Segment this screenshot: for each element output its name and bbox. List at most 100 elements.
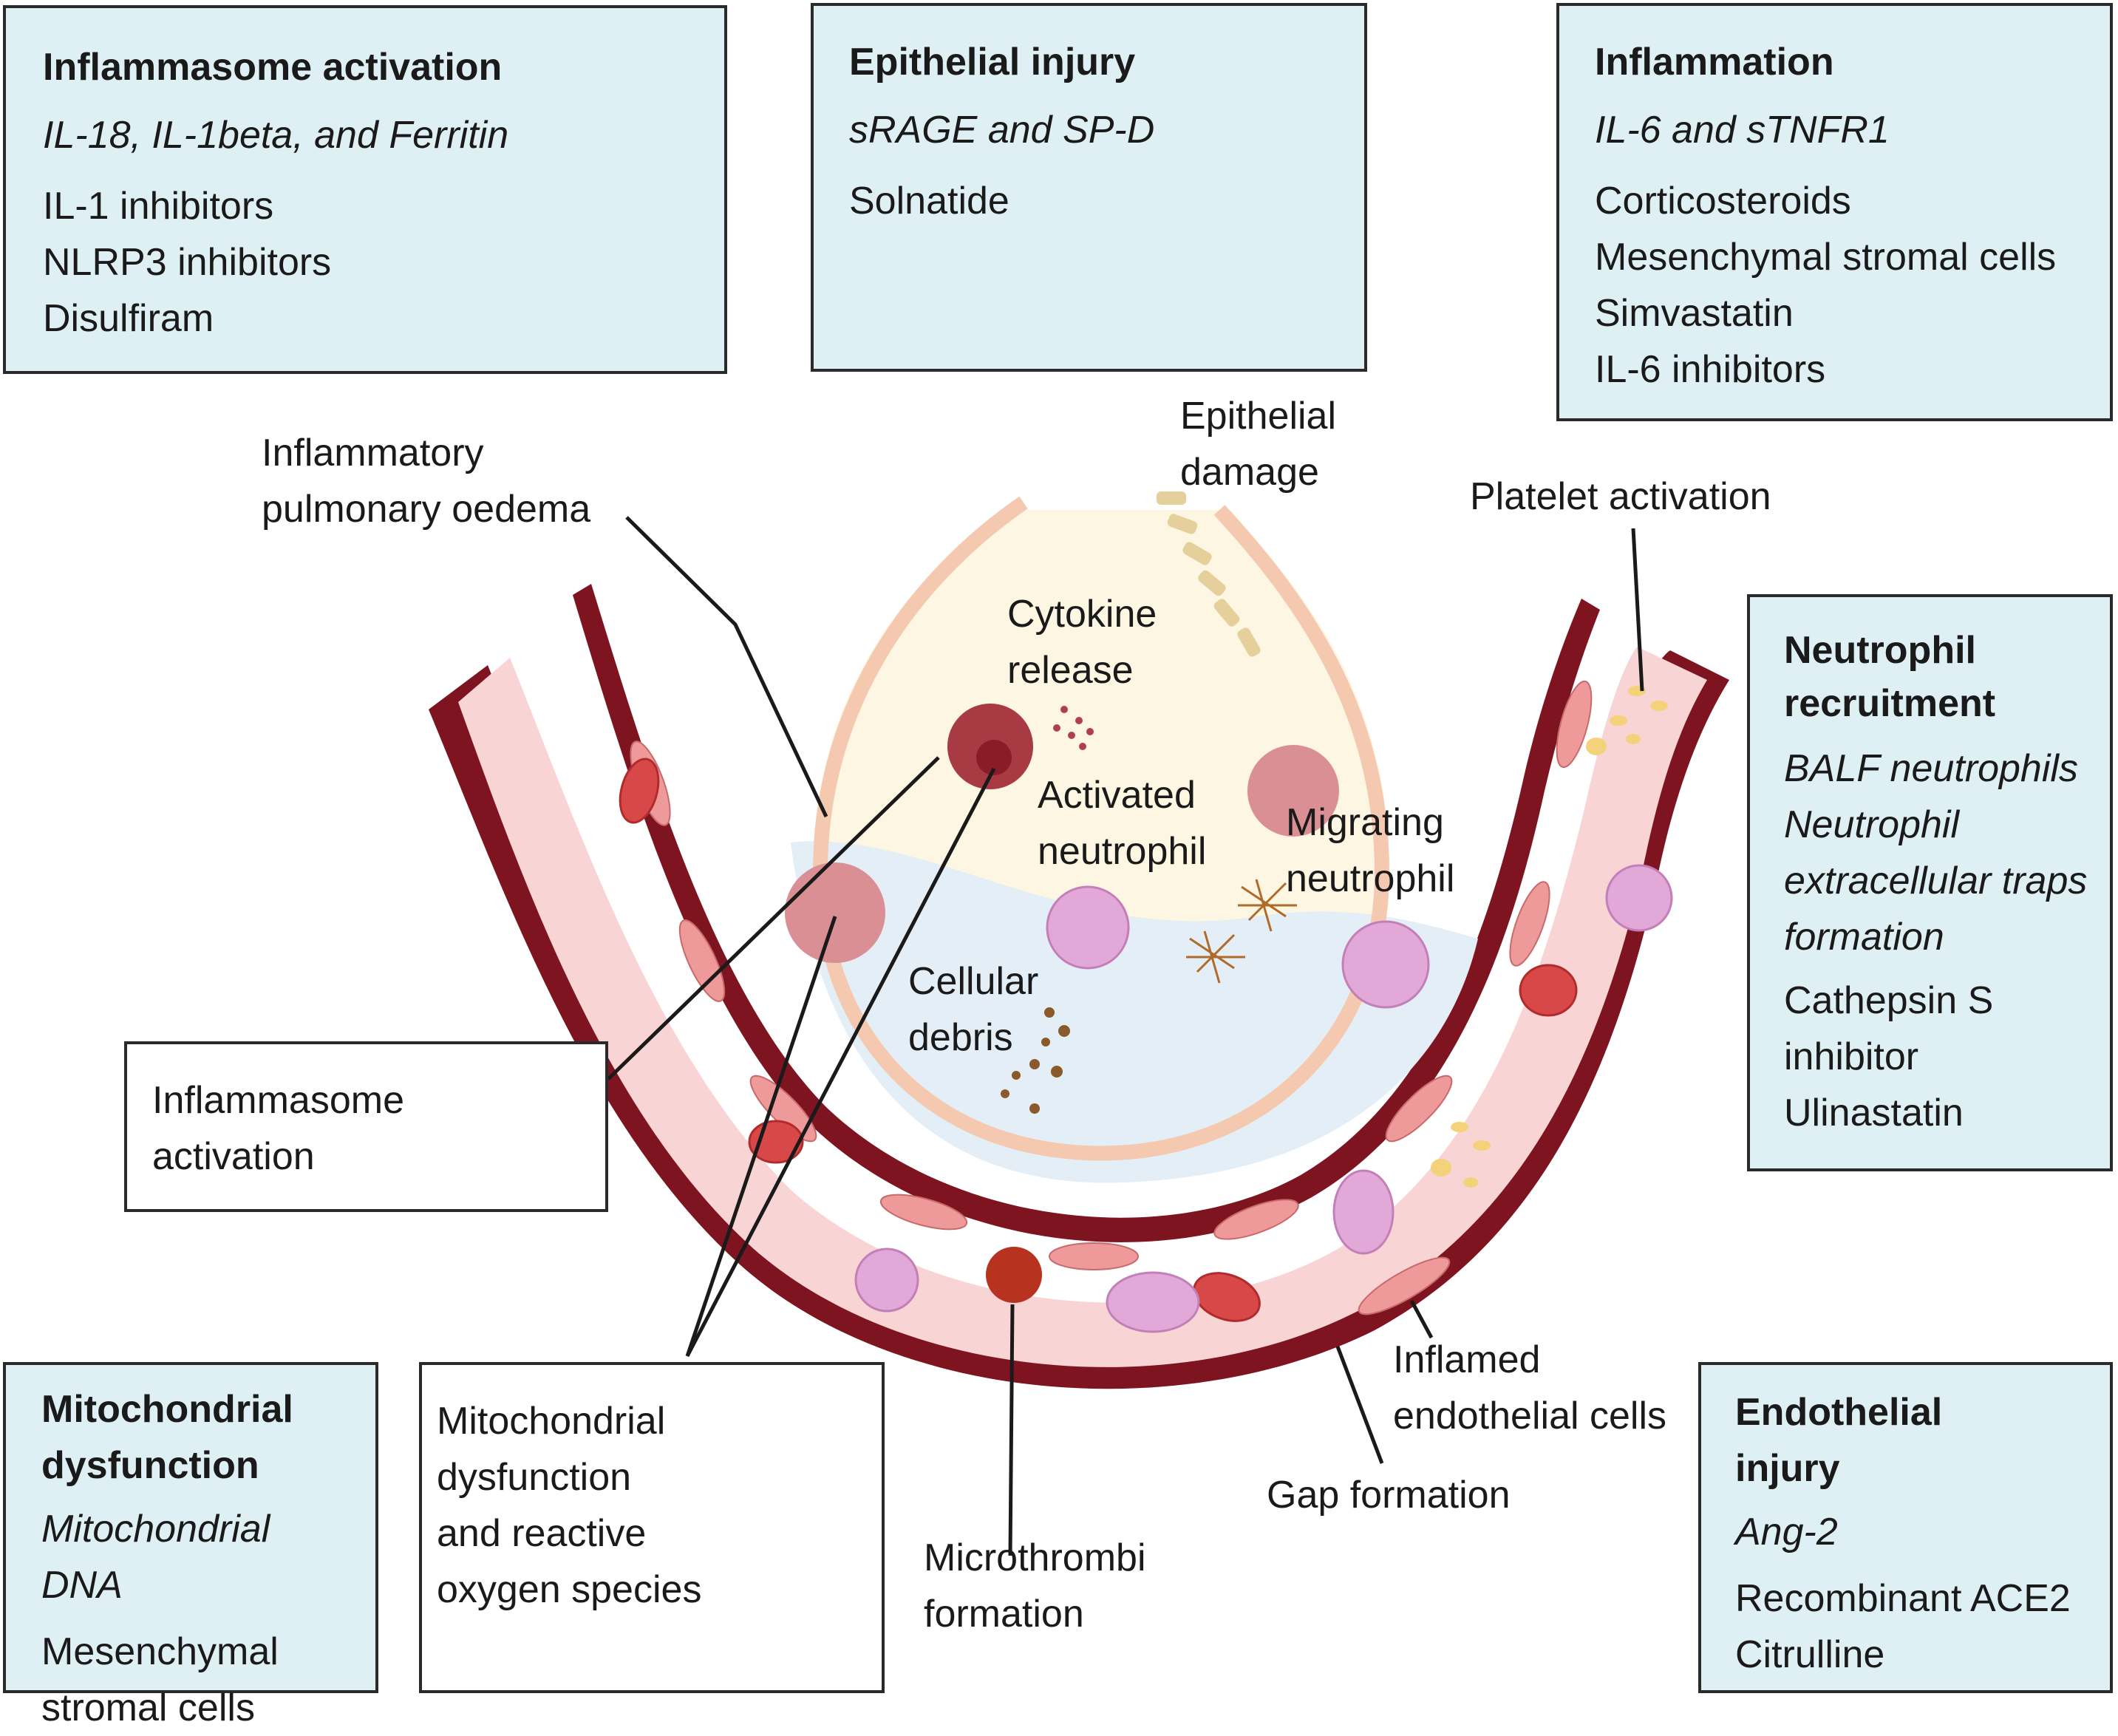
oedema-label: Inflammatory pulmonary oedema (262, 425, 590, 537)
platelet-activation-label: Platelet activation (1470, 469, 1771, 525)
neutrophil-therapy: Cathepsin S (1784, 979, 1994, 1022)
epithelial-damage-label: Epithelial damage (1180, 388, 1336, 500)
ros-leader-a (685, 916, 837, 1357)
microthrombi-label-line: formation (924, 1593, 1084, 1635)
activated-neutrophil-nucleus (976, 740, 1012, 775)
ros-callout-text: dysfunction (437, 1456, 632, 1499)
epithelial-box-title: Epithelial injury (849, 41, 1136, 84)
microthrombi-leader (1008, 1304, 1015, 1556)
endothelial-therapy: Recombinant ACE2 (1735, 1577, 2071, 1620)
mitochondrial-marker: Mitochondrial DNA (41, 1508, 270, 1607)
migrating-neutrophil-label-line: Migrating (1286, 801, 1444, 844)
damaged-epithelial-cells (1157, 491, 1261, 657)
epithelial-marker: sRAGE and SP-D (849, 109, 1155, 152)
inflammasome-callout-text: Inflammasome (152, 1079, 404, 1122)
inflammation-box-title: Inflammation (1595, 41, 1834, 84)
activated-neutrophil-label-line: neutrophil (1038, 830, 1207, 873)
cellular-debris-label: Cellular debris (908, 953, 1038, 1066)
vessel-lumen (458, 647, 1707, 1367)
oedema-leader (625, 516, 828, 818)
epithelial-damage-label-line: damage (1180, 451, 1319, 494)
mitochondrial-box-title: dysfunction (41, 1444, 259, 1487)
mitochondrial-dysfunction-box: Mitochondrial dysfunction Mitochondrial … (3, 1362, 378, 1729)
activated-neutrophil-label-line: Activated (1038, 774, 1196, 817)
ros-leader-b (685, 767, 996, 1358)
inflammasome-box-title: Inflammasome activation (43, 46, 503, 89)
gap-formation-label: Gap formation (1267, 1467, 1511, 1523)
inflammasome-callout-box: Inflammasome activation (124, 1041, 608, 1212)
inflammation-therapy: Corticosteroids (1595, 180, 1851, 222)
leader-lines (607, 516, 1644, 1556)
endothelial-box-title: Endothelial (1735, 1391, 1943, 1434)
inflammasome-leader-a (607, 756, 940, 1080)
debris-label-line: Cellular (908, 960, 1039, 1003)
oedema-fluid (791, 841, 1478, 1183)
neutrophil-recruitment-box: Neutrophil recruitment BALF neutrophils … (1747, 594, 2113, 1171)
neutrophil-marker: extracellular traps (1784, 860, 2088, 902)
mitochondrial-box-title: Mitochondrial (41, 1388, 293, 1431)
platelets (1431, 686, 1668, 1188)
inflamed-endothelial-leader (1409, 1299, 1434, 1339)
ros-callout-text: and reactive (437, 1512, 647, 1555)
neutrophil-marker: BALF neutrophils (1784, 747, 2078, 790)
oedema-label-line: Inflammatory (262, 432, 484, 474)
endothelial-cells (630, 680, 1593, 1315)
red-blood-cells (619, 758, 1578, 1322)
activated-neutrophil-label: Activated neutrophil (1038, 767, 1206, 879)
microthrombi-label: Microthrombi formation (924, 1530, 1146, 1642)
platelet-activation-label-line: Platelet activation (1470, 475, 1771, 518)
neutrophil-marker: formation (1784, 916, 1944, 959)
neutrophil-box-title: recruitment (1784, 682, 1996, 725)
neutrophil-extracellular-traps (1186, 879, 1297, 984)
migrating-neutrophil-label: Migrating neutrophil (1286, 794, 1454, 907)
epithelial-therapy: Solnatide (849, 180, 1009, 222)
inflamed-endothelial-label-line: endothelial cells (1393, 1395, 1667, 1437)
inflammation-box: Inflammation IL-6 and sTNFR1 Corticoster… (1556, 3, 2113, 421)
inflammation-marker: IL-6 and sTNFR1 (1595, 109, 1890, 152)
neutrophil-therapy: Ulinastatin (1784, 1092, 1964, 1134)
cytokine-label-line: Cytokine (1007, 593, 1157, 636)
neutrophil-box-title: Neutrophil (1784, 629, 1976, 672)
endothelial-therapy: Citrulline (1735, 1633, 1885, 1676)
inflammasome-activation-box: Inflammasome activation IL-18, IL-1beta,… (3, 5, 727, 374)
alveolar-neutrophils (1046, 885, 1430, 1009)
microthrombi-label-line: Microthrombi (924, 1536, 1146, 1579)
mitochondrial-therapy: Mesenchymal (41, 1630, 279, 1673)
cytokine-particles (1053, 706, 1094, 750)
ros-callout-box: Mitochondrial dysfunction and reactive o… (419, 1362, 885, 1693)
debris-label-line: debris (908, 1016, 1013, 1059)
neutrophil-therapy: inhibitor (1784, 1035, 1919, 1078)
cytokine-label-line: release (1007, 649, 1134, 692)
inflamed-endothelial-label: Inflamed endothelial cells (1393, 1332, 1666, 1444)
endothelial-injury-box: Endothelial injury Ang-2 Recombinant ACE… (1698, 1362, 2113, 1693)
inflammasome-therapy: IL-1 inhibitors (43, 185, 274, 228)
migrating-macrophage (1247, 745, 1339, 837)
mitochondrial-therapy: stromal cells (41, 1686, 255, 1729)
oedema-label-line: pulmonary oedema (262, 488, 591, 531)
migrating-neutrophil-label-line: neutrophil (1286, 857, 1455, 900)
epithelial-injury-box: Epithelial injury sRAGE and SP-D Solnati… (811, 3, 1367, 372)
inflammation-therapy: Simvastatin (1595, 292, 1794, 335)
gap-leader (1335, 1346, 1384, 1464)
epithelial-damage-label-line: Epithelial (1180, 395, 1337, 438)
inflammation-therapy: Mesenchymal stromal cells (1595, 236, 2057, 279)
microthrombus (986, 1247, 1042, 1303)
inflammasome-therapy: NLRP3 inhibitors (43, 241, 332, 284)
inflammasome-callout-text: activation (152, 1135, 315, 1178)
ros-callout-text: oxygen species (437, 1568, 702, 1611)
alveolar-epithelium (812, 496, 1390, 1161)
platelet-leader (1631, 528, 1644, 692)
capillary-vessel (429, 584, 1729, 1389)
cytokine-release-label: Cytokine release (1007, 586, 1157, 698)
endothelial-marker: Ang-2 (1735, 1511, 1838, 1553)
inflammasome-therapy: Disulfiram (43, 297, 214, 340)
endothelial-box-title: injury (1735, 1447, 1840, 1490)
inflammation-therapy: IL-6 inhibitors (1595, 348, 1826, 391)
neutrophil-marker: Neutrophil (1784, 803, 1960, 846)
alveolus (785, 491, 1478, 1183)
ros-callout-text: Mitochondrial (437, 1400, 666, 1443)
cellular-debris (1001, 1007, 1070, 1114)
vessel-neutrophils (854, 864, 1673, 1333)
alveolar-macrophage (785, 862, 885, 963)
inflamed-endothelial-label-line: Inflamed (1393, 1338, 1541, 1381)
